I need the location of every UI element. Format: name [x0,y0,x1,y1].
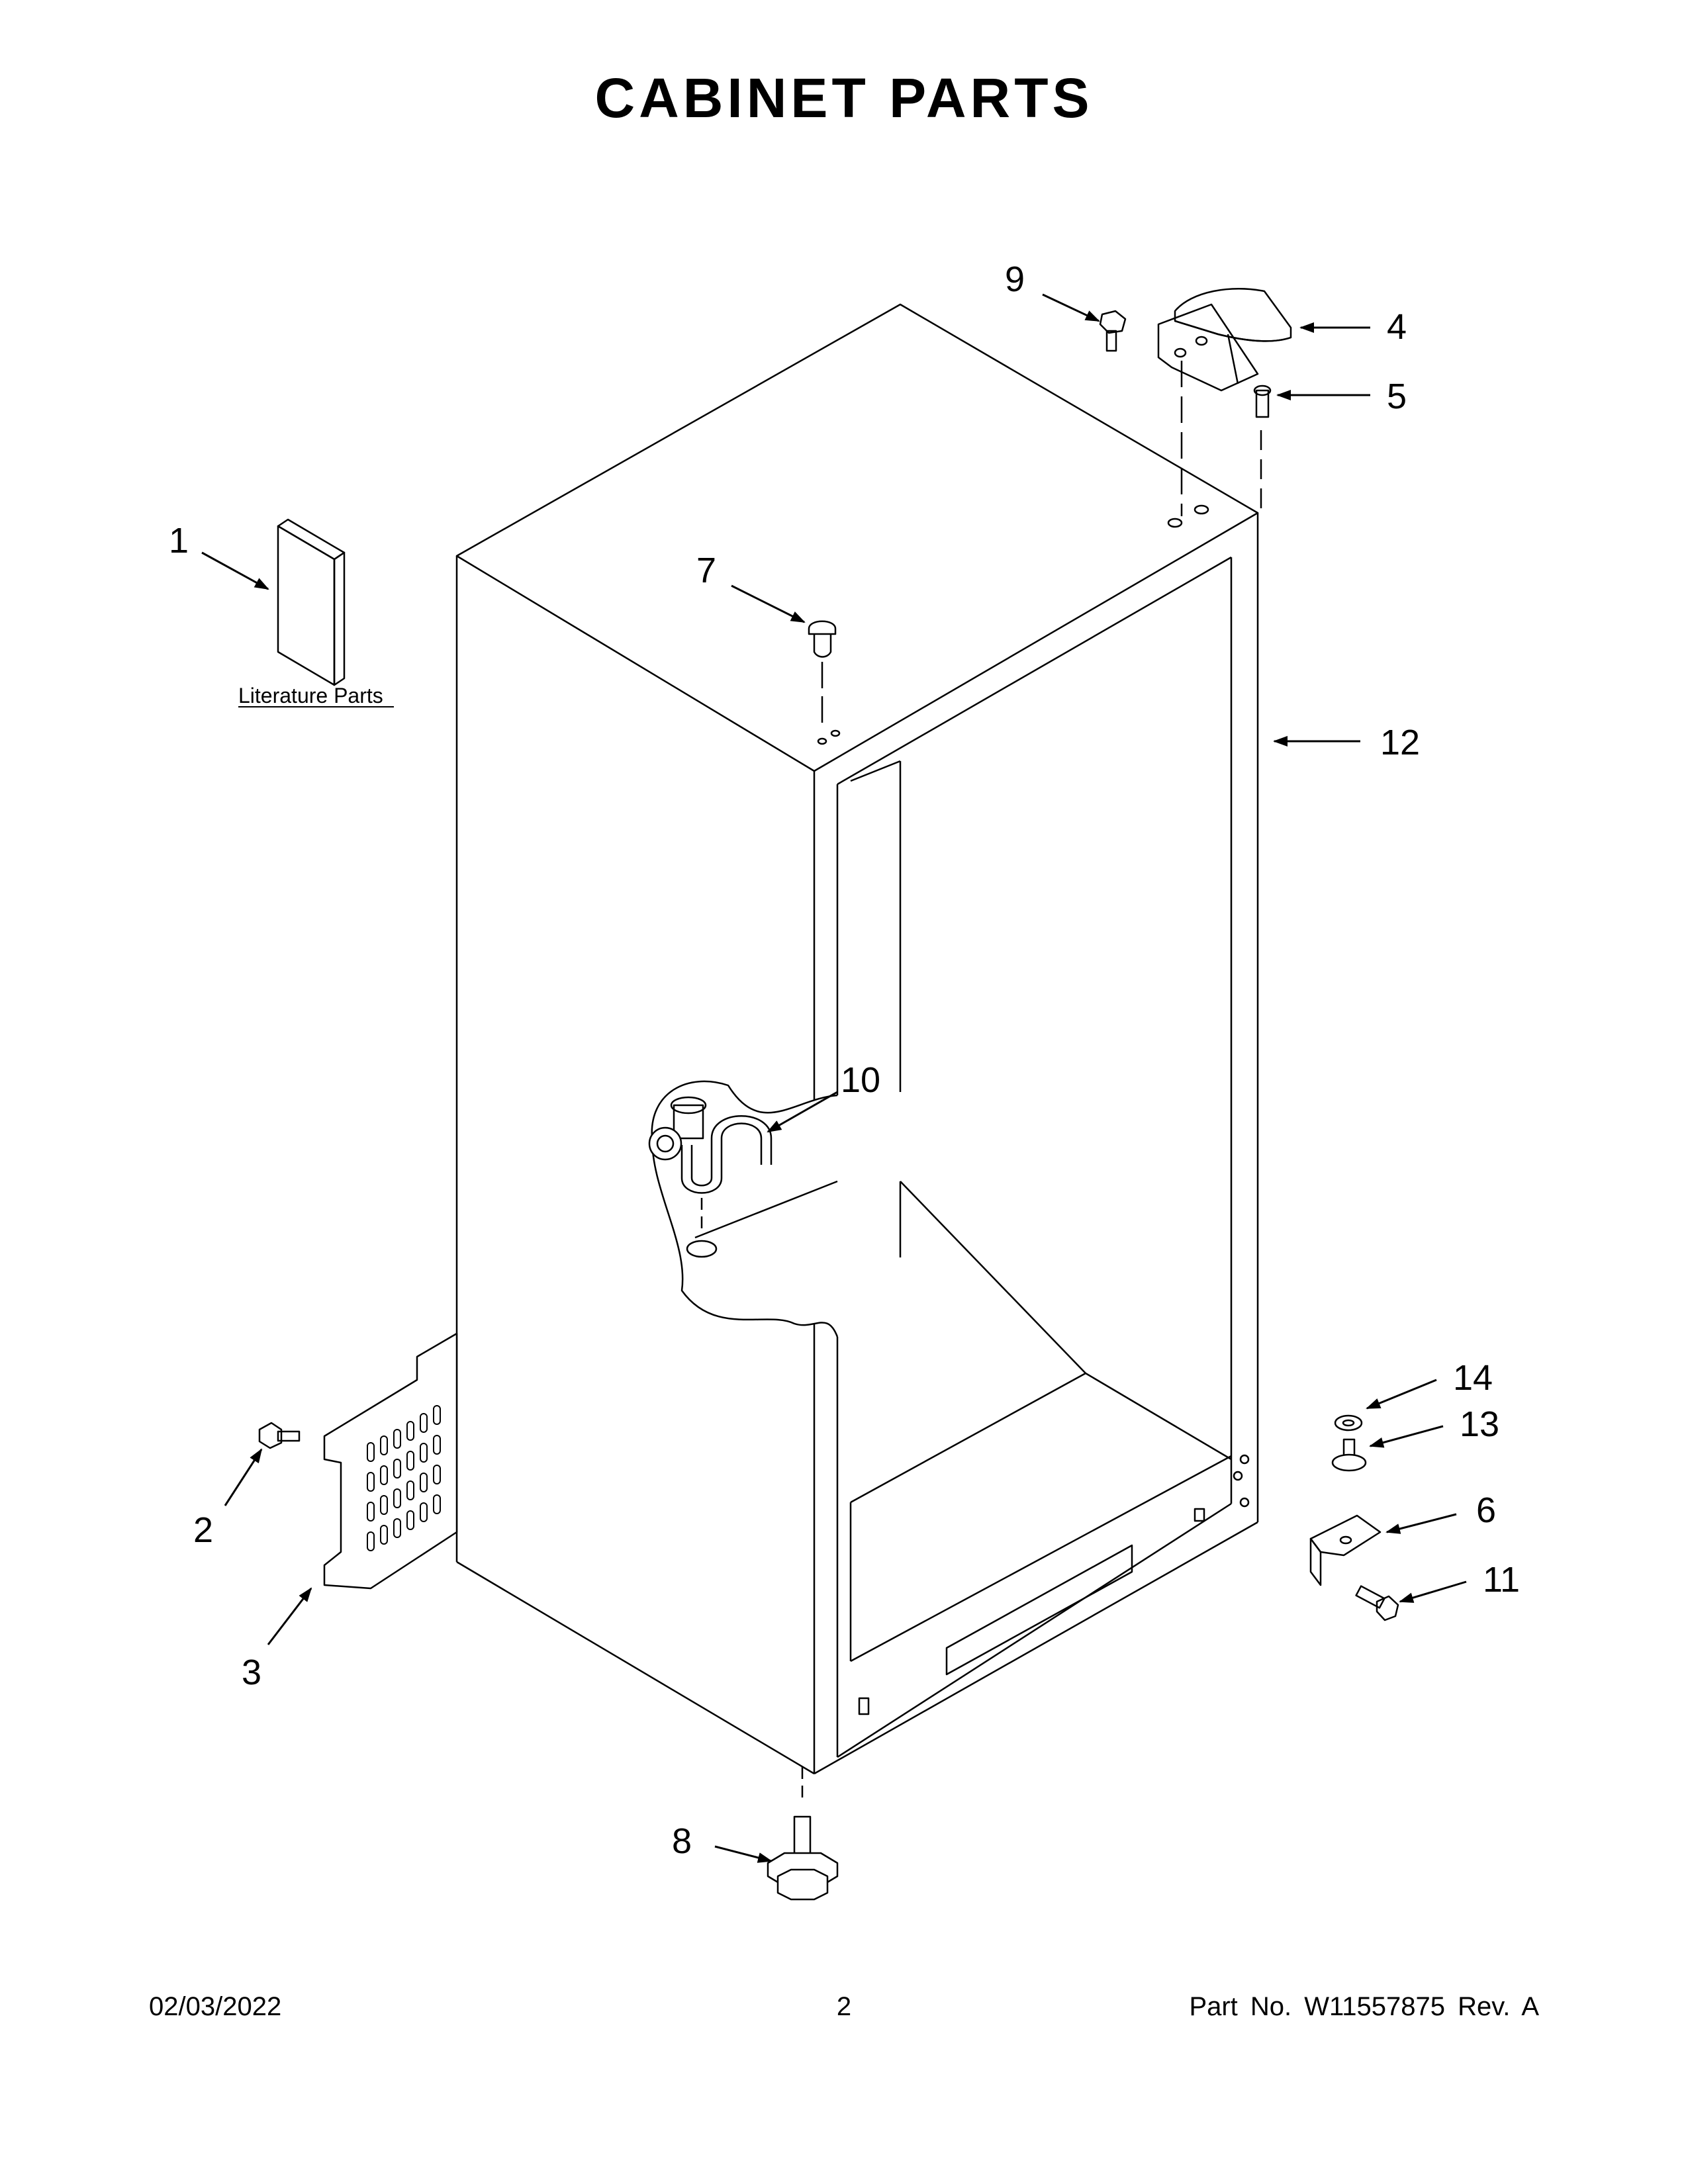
callout-arrow-8 [714,1845,773,1863]
callout-label-6: 6 [1476,1490,1496,1530]
callout-arrow-7 [731,584,806,623]
callout-label-13: 13 [1460,1404,1499,1444]
footer-page-number: 2 [836,1992,852,2021]
callout-arrow-11 [1399,1580,1467,1603]
callout-arrow-10 [767,1091,838,1133]
hinge-screw-part [1099,310,1127,352]
literature-parts-part [238,518,394,707]
callout-label-4: 4 [1387,307,1407,347]
drain-trap-part [648,1096,773,1231]
callout-arrow-2 [224,1448,263,1506]
footer-date: 02/03/2022 [149,1992,282,2021]
callout-label-10: 10 [841,1060,880,1100]
callout-label-11: 11 [1483,1560,1520,1600]
callout-arrow-3 [267,1587,312,1645]
hinge-cover-part [1174,288,1292,342]
cabinet-body [455,303,1259,1775]
rear-access-panel-part [323,1332,458,1590]
callout-label-3: 3 [242,1653,261,1692]
callout-arrow-6 [1385,1513,1457,1534]
callout-label-1: 1 [169,521,189,561]
callout-label-2: 2 [193,1510,213,1550]
bottom-hinge-screw-part [1355,1585,1399,1621]
leveling-leg-part [767,1767,839,1901]
callout-label-5: 5 [1387,377,1407,416]
callout-label-7: 7 [696,551,716,590]
footer-part-number: Part No. W11557875 Rev. A [1189,1992,1539,2021]
callout-arrow-9 [1042,293,1100,322]
panel-screw-part [258,1422,301,1449]
callout-label-12: 12 [1380,723,1420,762]
callout-arrow-14 [1366,1379,1437,1410]
callout-arrow-13 [1369,1425,1444,1448]
callout-label-8: 8 [672,1821,692,1861]
callout-label-14: 14 [1453,1358,1493,1398]
top-plug-part [808,620,837,725]
callout-label-9: 9 [1005,259,1025,299]
washer-part [1334,1414,1363,1432]
callout-arrow-1 [201,551,269,590]
hinge-bracket-part [1157,303,1272,516]
page-title: CABINET PARTS [594,67,1094,129]
bottom-hinge-pin-part [1331,1438,1367,1472]
bottom-hinge-part [1309,1514,1382,1586]
literature-parts-label: Literature Parts [238,684,383,707]
